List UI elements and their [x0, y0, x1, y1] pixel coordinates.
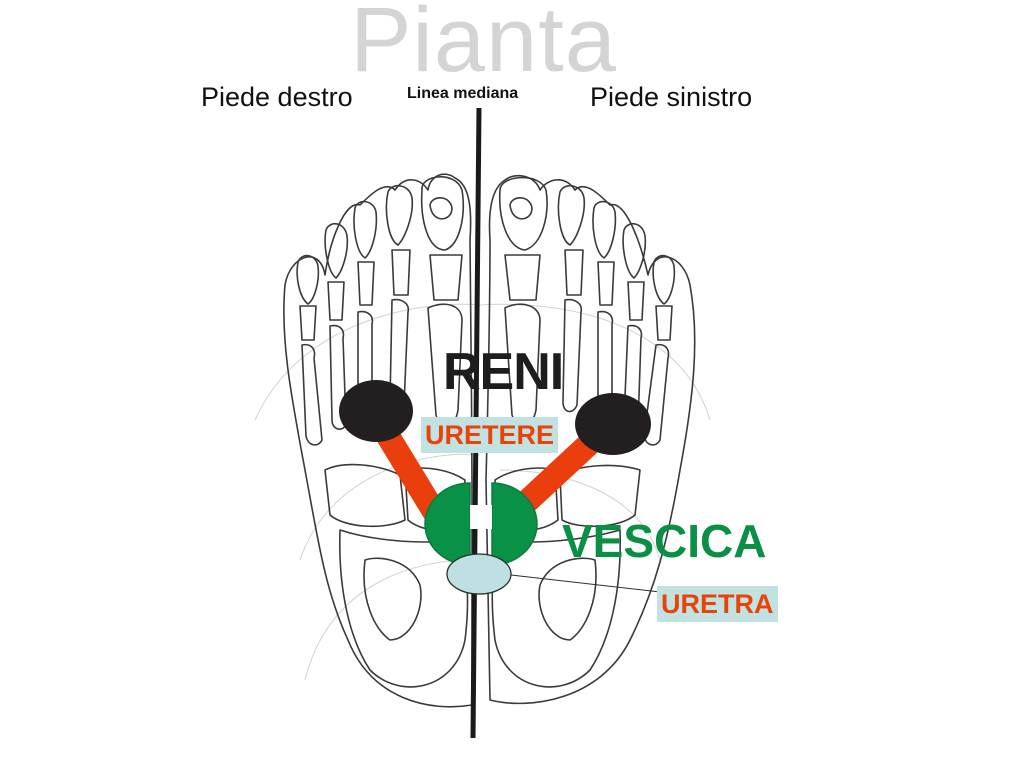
left-phalanx: [627, 281, 645, 321]
left-big-toe: [498, 176, 548, 251]
right-phalanx: [299, 305, 317, 341]
left-foot-contour: [485, 174, 696, 705]
bladder-left-half: [491, 482, 538, 566]
right-phalanx: [327, 281, 345, 321]
kidney-right: [339, 380, 413, 442]
right-big-toe-nail: [429, 197, 453, 220]
left-metatarsal: [643, 343, 670, 446]
right-heel-inner: [363, 557, 422, 641]
bladder-gap: [470, 505, 492, 529]
right-toe-4: [324, 223, 349, 279]
right-phalanx: [357, 261, 375, 306]
left-toe-4: [622, 223, 647, 279]
left-heel-bone: [491, 529, 622, 688]
left-phalanx: [655, 305, 673, 341]
left-foot-label: Piede sinistro: [590, 82, 753, 112]
right-phalanx: [429, 254, 463, 301]
left-phalanx: [597, 261, 615, 306]
midline-label: Linea mediana: [407, 85, 519, 102]
left-metatarsal: [562, 298, 583, 413]
left-toe-5: [652, 254, 676, 305]
background-arc: [499, 469, 661, 561]
left-phalanx: [564, 249, 584, 296]
background-arc: [304, 559, 471, 681]
right-metatarsal: [301, 343, 323, 446]
bladder-label: VESCICA: [562, 515, 767, 567]
ureter-label: URETERE: [421, 417, 559, 453]
background-arc: [254, 303, 711, 421]
right-toe-2: [385, 185, 414, 246]
left-phalanx: [504, 254, 541, 301]
background-arc: [299, 453, 481, 561]
left-tarsal: [559, 464, 641, 528]
urethra-label: URETRA: [657, 586, 778, 622]
right-heel-bone: [338, 529, 469, 688]
right-tarsal: [324, 463, 406, 528]
ureter-left: [511, 434, 599, 517]
left-toe-3: [592, 200, 617, 259]
right-toe-5: [296, 254, 320, 305]
right-toe-3: [353, 200, 378, 259]
kidneys-label: RENI: [443, 343, 564, 401]
right-phalanx: [391, 249, 411, 296]
right-foot-contour: [283, 173, 473, 708]
page-title: Pianta: [350, 0, 617, 91]
kidney-left: [575, 393, 651, 455]
left-heel-inner: [538, 557, 597, 641]
left-toe-2: [557, 185, 586, 246]
right-foot-label: Piede destro: [201, 82, 353, 112]
left-big-toe-nail: [509, 197, 533, 220]
ureter-right: [372, 421, 449, 525]
right-big-toe: [420, 176, 464, 251]
urethra: [446, 553, 512, 595]
urethra-leader-line: [510, 574, 661, 593]
